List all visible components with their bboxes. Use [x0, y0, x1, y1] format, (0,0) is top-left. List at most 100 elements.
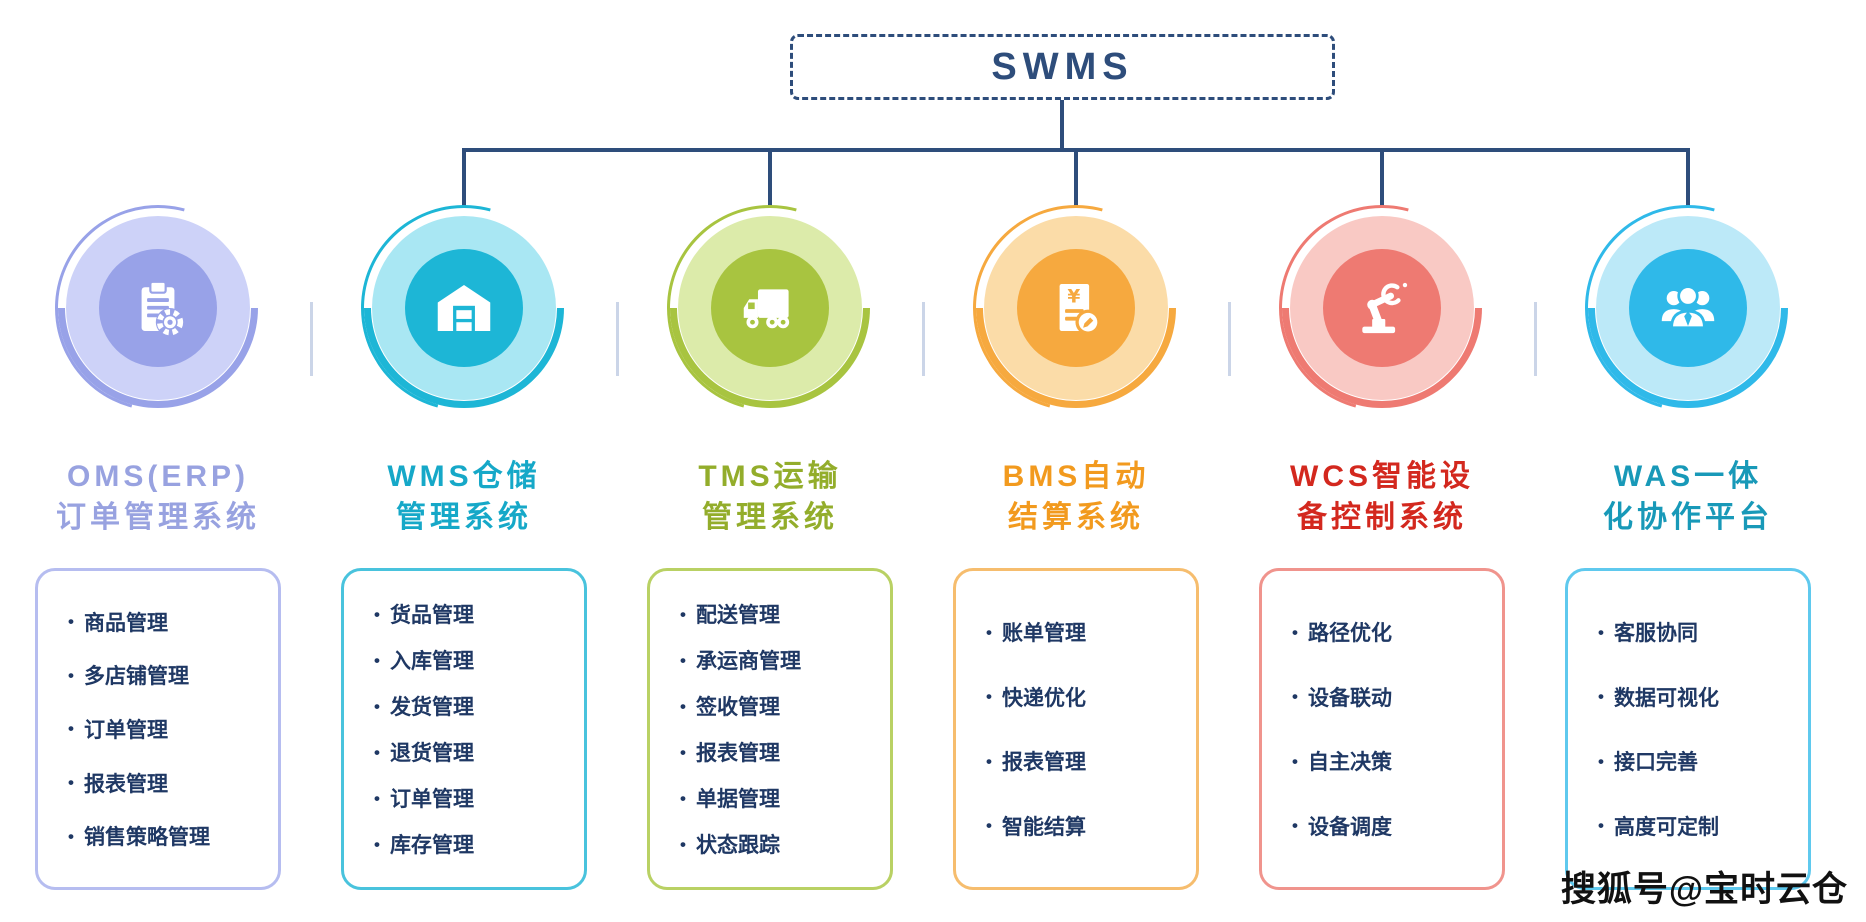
feature-list-was: • 客服协同 • 数据可视化 •接口完善 • 高度可定制 — [1565, 568, 1811, 890]
list-item-label: 设备联动 — [1307, 686, 1392, 710]
list-item-label: 货品管理 — [389, 604, 474, 627]
system-title-was: WAS一体 化协作平台 — [1538, 457, 1838, 538]
clipboard-gear-icon — [141, 280, 185, 337]
list-item-label: 库存管理 — [389, 834, 474, 857]
system-title-bms: BMS自动 结算系统 — [926, 457, 1226, 538]
bullet-dot: • — [1598, 816, 1604, 836]
bullet-dot: • — [986, 816, 992, 836]
list-item-label: 状态跟踪 — [695, 834, 780, 857]
system-column-wms: WMS仓储 管理系统 •货品管理 •入库管理 •发货管理 •退货管理 •订单管理… — [314, 0, 614, 890]
title-line-2: 化协作平台 — [1603, 500, 1773, 534]
bullet-dot: • — [986, 687, 992, 707]
list-item-label: 订单管理 — [83, 718, 168, 742]
list-item: • 状态跟踪 — [680, 829, 882, 859]
list-item-label: 路径优化 — [1307, 622, 1392, 646]
column-divider — [1534, 302, 1537, 376]
list-item: • 商品管理 — [68, 607, 270, 637]
list-item-label: 退货管理 — [389, 742, 474, 765]
list-item-label: 高度可定制 — [1613, 815, 1719, 839]
bullet-dot: • — [1292, 687, 1298, 707]
bullet-dot: • — [1598, 687, 1604, 707]
list-item: • 库存管理 — [374, 829, 576, 859]
list-item: •智能结算 — [986, 811, 1188, 841]
title-line-2: 备控制系统 — [1297, 500, 1467, 534]
icon-circle-inner: ¥ — [1017, 249, 1135, 367]
list-item-label: 签收管理 — [695, 696, 780, 719]
connector-stub-bms — [1074, 148, 1078, 208]
bullet-dot: • — [1598, 751, 1604, 771]
system-column-oms: OMS(ERP) 订单管理系统 •商品管理 •多店铺管理 •订单管理 •报表管理… — [8, 0, 308, 890]
list-item-label: 账单管理 — [1001, 622, 1086, 646]
system-column-tms: TMS运输 管理系统 •配送管理 •承运商管理 •签收管理 •报表管理 •单据管… — [620, 0, 920, 890]
swms-title: SWMS — [991, 45, 1134, 88]
title-line-1: TMS运输 — [698, 460, 842, 493]
bullet-dot: • — [374, 834, 380, 854]
title-line-2: 结算系统 — [1008, 500, 1144, 534]
column-divider — [310, 302, 313, 376]
list-item: •自主决策 — [1292, 746, 1494, 776]
list-item: • 订单管理 — [68, 714, 270, 744]
bullet-dot: • — [68, 612, 74, 632]
system-title-wcs: WCS智能设 备控制系统 — [1232, 457, 1532, 538]
list-item-label: 自主决策 — [1307, 751, 1392, 775]
bullet-dot: • — [1292, 816, 1298, 836]
list-item: •单据管理 — [680, 783, 882, 813]
list-item-label: 快递优化 — [1001, 686, 1086, 710]
bullet-dot: • — [986, 751, 992, 771]
list-item: • 快递优化 — [986, 682, 1188, 712]
column-divider — [616, 302, 619, 376]
bullet-dot: • — [374, 604, 380, 624]
robot-arm-icon — [1362, 282, 1408, 334]
bullet-dot: • — [1292, 622, 1298, 642]
truck-icon — [743, 289, 790, 329]
list-item: • 设备联动 — [1292, 682, 1494, 712]
list-item-label: 客服协同 — [1613, 622, 1698, 646]
list-item-label: 数据可视化 — [1613, 686, 1719, 710]
tms-icon-badge — [628, 166, 912, 450]
list-item: •接口完善 — [1598, 746, 1800, 776]
connector-stub-wcs — [1380, 148, 1384, 208]
bullet-dot: • — [68, 719, 74, 739]
bullet-dot: • — [680, 696, 686, 716]
warehouse-icon — [437, 285, 491, 331]
icon-circle-outer — [1596, 216, 1780, 400]
svg-text:¥: ¥ — [1067, 287, 1080, 308]
system-column-wcs: WCS智能设 备控制系统 •路径优化 •设备联动 •自主决策 •设备调度 — [1232, 0, 1532, 890]
bullet-dot: • — [680, 742, 686, 762]
title-line-2: 管理系统 — [396, 500, 532, 534]
list-item-label: 订单管理 — [389, 788, 474, 811]
connector-stub-was — [1686, 148, 1690, 208]
connector-stub-wms — [462, 148, 466, 208]
title-line-1: WAS一体 — [1613, 460, 1763, 493]
list-item: • 路径优化 — [1292, 617, 1494, 647]
list-item: •订单管理 — [374, 783, 576, 813]
list-item: • 数据可视化 — [1598, 682, 1800, 712]
title-line-1: BMS自动 — [1002, 460, 1150, 493]
watermark-text: 搜狐号@宝时云仓 — [1560, 870, 1848, 909]
list-item: • 签收管理 — [680, 691, 882, 721]
list-item-label: 多店铺管理 — [83, 665, 189, 689]
icon-circle-inner — [711, 249, 829, 367]
icon-circle-outer: ¥ — [984, 216, 1168, 400]
list-item-label: 承运商管理 — [695, 650, 801, 673]
feature-list-oms: •商品管理 •多店铺管理 •订单管理 •报表管理 •销售策略管理 — [35, 568, 281, 890]
title-line-1: OMS(ERP) — [67, 460, 249, 493]
bullet-dot: • — [374, 650, 380, 670]
list-item: • 货品管理 — [374, 599, 576, 629]
bms-icon-badge: ¥ — [934, 166, 1218, 450]
bullet-dot: • — [986, 622, 992, 642]
list-item-label: 发货管理 — [389, 696, 474, 719]
connector-trunk — [1060, 100, 1064, 150]
system-column-was: WAS一体 化协作平台 • 客服协同 • 数据可视化 •接口完善 • 高度可定制 — [1538, 0, 1838, 890]
list-item: • 账单管理 — [986, 617, 1188, 647]
bullet-dot: • — [680, 834, 686, 854]
list-item-label: 商品管理 — [83, 611, 168, 635]
icon-circle-outer — [372, 216, 556, 400]
column-divider — [922, 302, 925, 376]
bullet-dot: • — [68, 773, 74, 793]
feature-list-wms: •货品管理 •入库管理 •发货管理 •退货管理 •订单管理 •库存管理 — [341, 568, 587, 890]
icon-circle-inner — [99, 249, 217, 367]
column-divider — [1228, 302, 1231, 376]
list-item: • 高度可定制 — [1598, 811, 1800, 841]
